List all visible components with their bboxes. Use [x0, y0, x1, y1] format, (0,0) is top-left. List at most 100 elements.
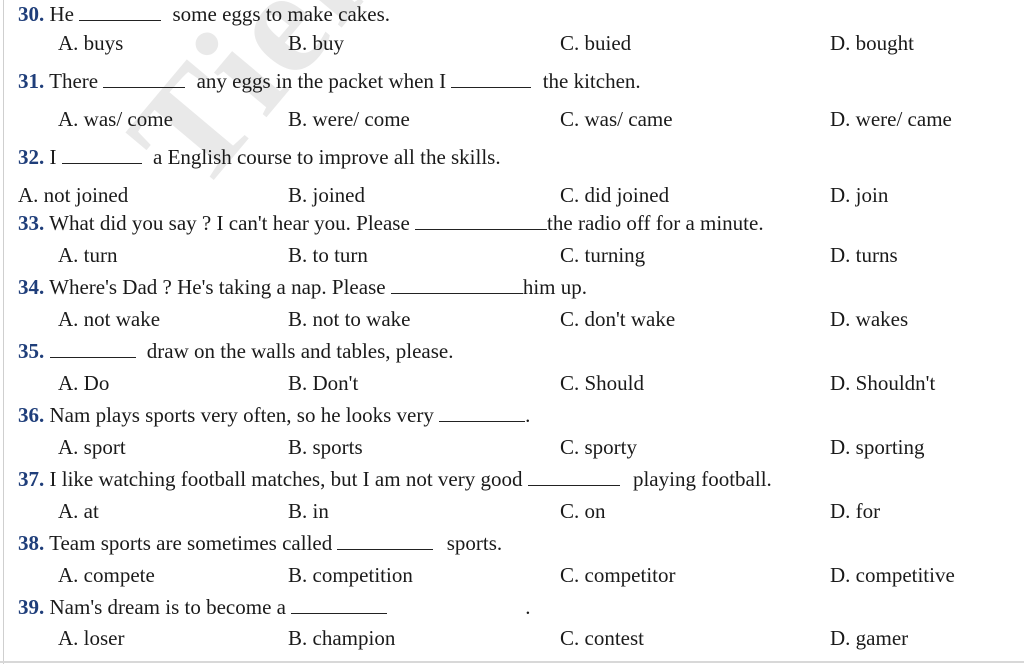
- option-a[interactable]: A. Do: [58, 371, 110, 395]
- question-number: 39.: [18, 595, 45, 619]
- stem-text: the radio off for a minute.: [547, 211, 764, 235]
- question-34-stem: 34. Where's Dad ? He's taking a nap. Ple…: [0, 275, 1024, 305]
- stem-text: He: [49, 2, 80, 26]
- option-a[interactable]: A. compete: [58, 563, 155, 587]
- question-31-stem: 31. There any eggs in the packet when I …: [0, 69, 1024, 99]
- stem-text: any eggs in the packet when I: [196, 69, 452, 93]
- option-d[interactable]: D. join: [830, 183, 889, 207]
- option-a[interactable]: A. turn: [58, 243, 118, 267]
- stem-text: playing football.: [632, 467, 772, 491]
- stem-text: sports.: [446, 531, 503, 555]
- question-30-stem: 30. He some eggs to make cakes.: [0, 2, 1024, 32]
- option-d[interactable]: D. sporting: [830, 435, 925, 459]
- question-36-options: A. sport B. sports C. sporty D. sporting: [0, 435, 1024, 465]
- option-a[interactable]: A. buys: [58, 31, 124, 55]
- page-bottom-border: [0, 661, 1024, 663]
- option-b[interactable]: B. Don't: [288, 371, 359, 395]
- answer-blank[interactable]: [439, 405, 526, 422]
- option-d[interactable]: D. wakes: [830, 307, 909, 331]
- option-a[interactable]: A. not joined: [18, 183, 129, 207]
- option-b[interactable]: B. sports: [288, 435, 363, 459]
- option-b[interactable]: B. joined: [288, 183, 365, 207]
- answer-blank[interactable]: [451, 71, 532, 88]
- question-37-options: A. at B. in C. on D. for: [0, 499, 1024, 529]
- option-a[interactable]: A. sport: [58, 435, 126, 459]
- question-39-options: A. loser B. champion C. contest D. gamer: [0, 626, 1024, 656]
- option-c[interactable]: C. turning: [560, 243, 646, 267]
- question-32-options: A. not joined B. joined C. did joined D.…: [0, 183, 1024, 213]
- question-36-stem: 36. Nam plays sports very often, so he l…: [0, 403, 1024, 433]
- stem-text: the kitchen.: [542, 69, 641, 93]
- stem-text: a English course to improve all the skil…: [153, 145, 501, 169]
- option-a[interactable]: A. not wake: [58, 307, 161, 331]
- question-number: 37.: [18, 467, 45, 491]
- answer-blank[interactable]: [291, 597, 388, 614]
- option-d[interactable]: D. for: [830, 499, 881, 523]
- question-number: 36.: [18, 403, 45, 427]
- stem-text: There: [49, 69, 104, 93]
- answer-blank[interactable]: [61, 147, 142, 164]
- stem-text: What did you say ? I can't hear you. Ple…: [49, 211, 416, 235]
- question-31-options: A. was/ come B. were/ come C. was/ came …: [0, 107, 1024, 137]
- answer-blank[interactable]: [49, 341, 136, 358]
- option-c[interactable]: C. sporty: [560, 435, 638, 459]
- option-a[interactable]: A. loser: [58, 626, 125, 650]
- option-c[interactable]: C. on: [560, 499, 606, 523]
- question-30-options: A. buys B. buy C. buied D. bought: [0, 31, 1024, 61]
- stem-text: .: [525, 595, 531, 619]
- stem-text: .: [525, 403, 531, 427]
- answer-blank[interactable]: [337, 533, 434, 550]
- stem-text: him up.: [522, 275, 587, 299]
- option-c[interactable]: C. Should: [560, 371, 645, 395]
- question-33-stem: 33. What did you say ? I can't hear you.…: [0, 211, 1024, 241]
- option-d[interactable]: D. bought: [830, 31, 914, 55]
- option-d[interactable]: D. gamer: [830, 626, 909, 650]
- question-37-stem: 37. I like watching football matches, bu…: [0, 467, 1024, 497]
- option-a[interactable]: A. at: [58, 499, 99, 523]
- option-c[interactable]: C. was/ came: [560, 107, 673, 131]
- question-number: 32.: [18, 145, 45, 169]
- option-d[interactable]: D. competitive: [830, 563, 955, 587]
- answer-blank[interactable]: [79, 4, 162, 21]
- option-b[interactable]: B. competition: [288, 563, 413, 587]
- question-number: 34.: [18, 275, 45, 299]
- answer-blank[interactable]: [415, 213, 548, 230]
- option-b[interactable]: B. not to wake: [288, 307, 411, 331]
- stem-text: Nam plays sports very often, so he looks…: [49, 403, 440, 427]
- question-number: 35.: [18, 339, 45, 363]
- option-c[interactable]: C. don't wake: [560, 307, 676, 331]
- stem-text: Team sports are sometimes called: [49, 531, 338, 555]
- option-c[interactable]: C. did joined: [560, 183, 670, 207]
- stem-text: Where's Dad ? He's taking a nap. Please: [49, 275, 391, 299]
- stem-text: some eggs to make cakes.: [172, 2, 391, 26]
- question-35-options: A. Do B. Don't C. Should D. Shouldn't: [0, 371, 1024, 401]
- question-38-stem: 38. Team sports are sometimes called spo…: [0, 531, 1024, 561]
- option-b[interactable]: B. were/ come: [288, 107, 410, 131]
- question-38-options: A. compete B. competition C. competitor …: [0, 563, 1024, 593]
- answer-blank[interactable]: [527, 469, 620, 486]
- option-c[interactable]: C. competitor: [560, 563, 676, 587]
- question-number: 38.: [18, 531, 45, 555]
- option-d[interactable]: D. Shouldn't: [830, 371, 936, 395]
- option-b[interactable]: B. in: [288, 499, 329, 523]
- option-d[interactable]: D. turns: [830, 243, 898, 267]
- question-34-options: A. not wake B. not to wake C. don't wake…: [0, 307, 1024, 337]
- question-number: 33.: [18, 211, 45, 235]
- option-c[interactable]: C. contest: [560, 626, 644, 650]
- question-39-stem: 39. Nam's dream is to become a .: [0, 595, 1024, 625]
- stem-text: Nam's dream is to become a: [49, 595, 292, 619]
- option-c[interactable]: C. buied: [560, 31, 632, 55]
- option-d[interactable]: D. were/ came: [830, 107, 952, 131]
- answer-blank[interactable]: [103, 71, 186, 88]
- option-b[interactable]: B. champion: [288, 626, 396, 650]
- question-number: 30.: [18, 2, 45, 26]
- option-b[interactable]: B. buy: [288, 31, 345, 55]
- answer-blank[interactable]: [390, 277, 523, 294]
- page-left-border: [3, 0, 4, 664]
- stem-text: I: [49, 145, 62, 169]
- option-b[interactable]: B. to turn: [288, 243, 368, 267]
- option-a[interactable]: A. was/ come: [58, 107, 173, 131]
- question-32-stem: 32. I a English course to improve all th…: [0, 145, 1024, 175]
- stem-text: draw on the walls and tables, please.: [146, 339, 454, 363]
